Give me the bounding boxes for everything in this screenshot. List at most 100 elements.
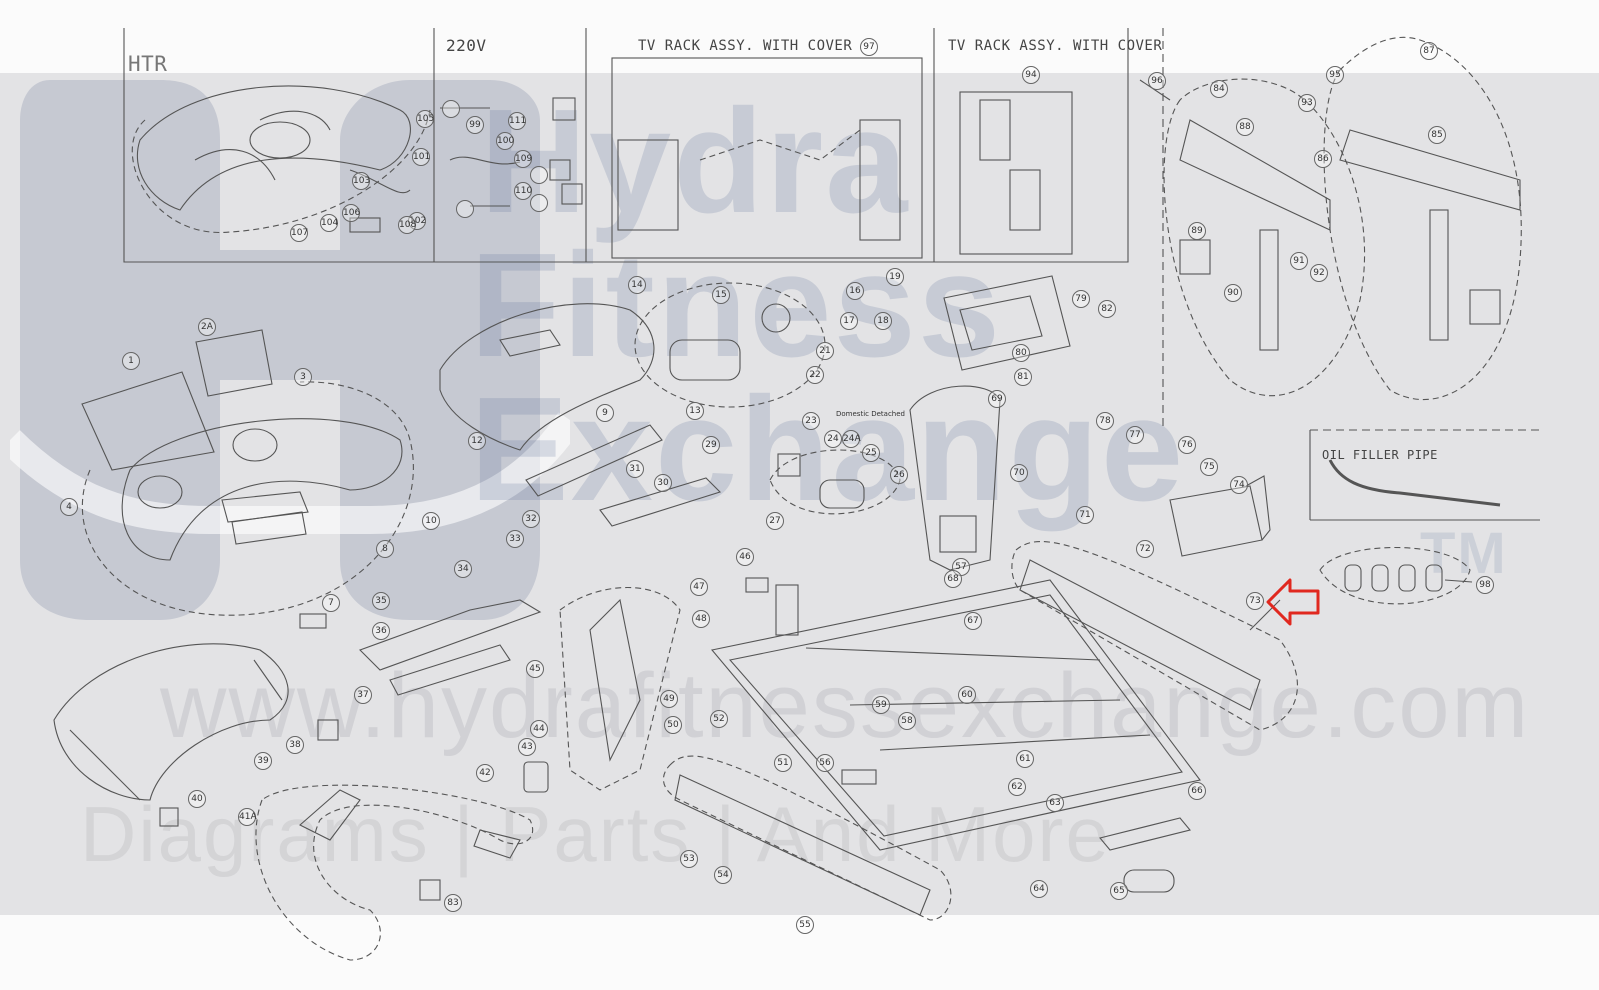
part-callout: 12	[468, 432, 486, 450]
part-callout	[456, 200, 474, 218]
part-callout: 32	[522, 510, 540, 528]
part-callout: 39	[254, 752, 272, 770]
part-callout: 55	[796, 916, 814, 934]
part-callout: 49	[660, 690, 678, 708]
part-callout: 60	[958, 686, 976, 704]
section-title-oil-filler-pipe: OIL FILLER PIPE	[1322, 448, 1438, 462]
part-callout: 27	[766, 512, 784, 530]
part-callout: 79	[1072, 290, 1090, 308]
part-callout: 64	[1030, 880, 1048, 898]
part-callout: 38	[286, 736, 304, 754]
part-callout: 90	[1224, 284, 1242, 302]
section-title-htr: HTR	[128, 52, 168, 76]
part-callout: 58	[898, 712, 916, 730]
part-callout: 59	[872, 696, 890, 714]
part-callout: 89	[1188, 222, 1206, 240]
section-title-220v: 220V	[446, 36, 487, 55]
part-callout: 17	[840, 312, 858, 330]
part-callout: 83	[444, 894, 462, 912]
part-callout: 16	[846, 282, 864, 300]
part-callout: 72	[1136, 540, 1154, 558]
part-callout: 2A	[198, 318, 216, 336]
part-callout: 91	[1290, 252, 1308, 270]
part-callout: 37	[354, 686, 372, 704]
part-callout: 61	[1016, 750, 1034, 768]
part-callout: 69	[988, 390, 1006, 408]
part-callout: 81	[1014, 368, 1032, 386]
part-callout: 31	[626, 460, 644, 478]
part-callout: 15	[712, 286, 730, 304]
part-callout: 7	[322, 594, 340, 612]
part-callout: 63	[1046, 794, 1064, 812]
part-callout: 30	[654, 474, 672, 492]
part-callout: 96	[1148, 72, 1166, 90]
watermark-url: www.hydrafitnessexchange.com	[160, 655, 1531, 757]
part-callout: 21	[816, 342, 834, 360]
part-callout: 51	[774, 754, 792, 772]
part-callout: 53	[680, 850, 698, 868]
part-callout: 103	[352, 172, 370, 190]
part-callout: 108	[398, 216, 416, 234]
highlight-arrow	[1266, 578, 1320, 626]
part-callout: 68	[944, 570, 962, 588]
part-callout: 56	[816, 754, 834, 772]
part-callout: 44	[530, 720, 548, 738]
part-callout: 73	[1246, 592, 1264, 610]
watermark-brand-line1: Hydra	[480, 79, 910, 244]
part-callout: 82	[1098, 300, 1116, 318]
part-callout: 62	[1008, 778, 1026, 796]
part-callout: 67	[964, 612, 982, 630]
part-callout: 50	[664, 716, 682, 734]
part-callout: 14	[628, 276, 646, 294]
part-callout: 23	[802, 412, 820, 430]
part-callout: 85	[1428, 126, 1446, 144]
section-title-tv-rack-1: TV RACK ASSY. WITH COVER	[638, 38, 853, 54]
section-title-tv-rack-2: TV RACK ASSY. WITH COVER	[948, 38, 1163, 54]
part-callout: 100	[496, 132, 514, 150]
part-callout: 86	[1314, 150, 1332, 168]
part-callout: 65	[1110, 882, 1128, 900]
part-callout: 10	[422, 512, 440, 530]
part-callout: 45	[526, 660, 544, 678]
part-callout: 35	[372, 592, 390, 610]
part-callout: 76	[1178, 436, 1196, 454]
part-callout: 87	[1420, 42, 1438, 60]
watermark-tagline: Diagrams | Parts | And More	[80, 790, 1111, 878]
dealer-note: Domestic Detached	[836, 410, 905, 418]
part-callout: 66	[1188, 782, 1206, 800]
part-callout: 9	[596, 404, 614, 422]
watermark-band	[0, 73, 1599, 915]
part-callout	[530, 194, 548, 212]
part-callout: 47	[690, 578, 708, 596]
watermark-brand-line3: Exchange	[470, 367, 1186, 532]
part-callout: 42	[476, 764, 494, 782]
part-callout: 78	[1096, 412, 1114, 430]
part-callout: 41A	[238, 808, 257, 826]
part-callout: 4	[60, 498, 78, 516]
part-callout: 101	[412, 148, 430, 166]
part-callout: 70	[1010, 464, 1028, 482]
part-callout: 107	[290, 224, 308, 242]
part-callout: 97	[860, 38, 878, 56]
part-callout: 105	[416, 110, 434, 128]
part-callout: 40	[188, 790, 206, 808]
part-callout: 80	[1012, 344, 1030, 362]
part-callout: 25	[862, 444, 880, 462]
part-callout: 94	[1022, 66, 1040, 84]
part-callout: 98	[1476, 576, 1494, 594]
part-callout: 24	[824, 430, 842, 448]
part-callout: 106	[342, 204, 360, 222]
part-callout: 88	[1236, 118, 1254, 136]
part-callout: 111	[508, 112, 526, 130]
watermark-trademark: TM	[1420, 521, 1508, 586]
part-callout: 29	[702, 436, 720, 454]
part-callout: 33	[506, 530, 524, 548]
part-callout: 48	[692, 610, 710, 628]
part-callout	[442, 100, 460, 118]
part-callout: 43	[518, 738, 536, 756]
part-callout: 36	[372, 622, 390, 640]
part-callout: 1	[122, 352, 140, 370]
part-callout: 52	[710, 710, 728, 728]
